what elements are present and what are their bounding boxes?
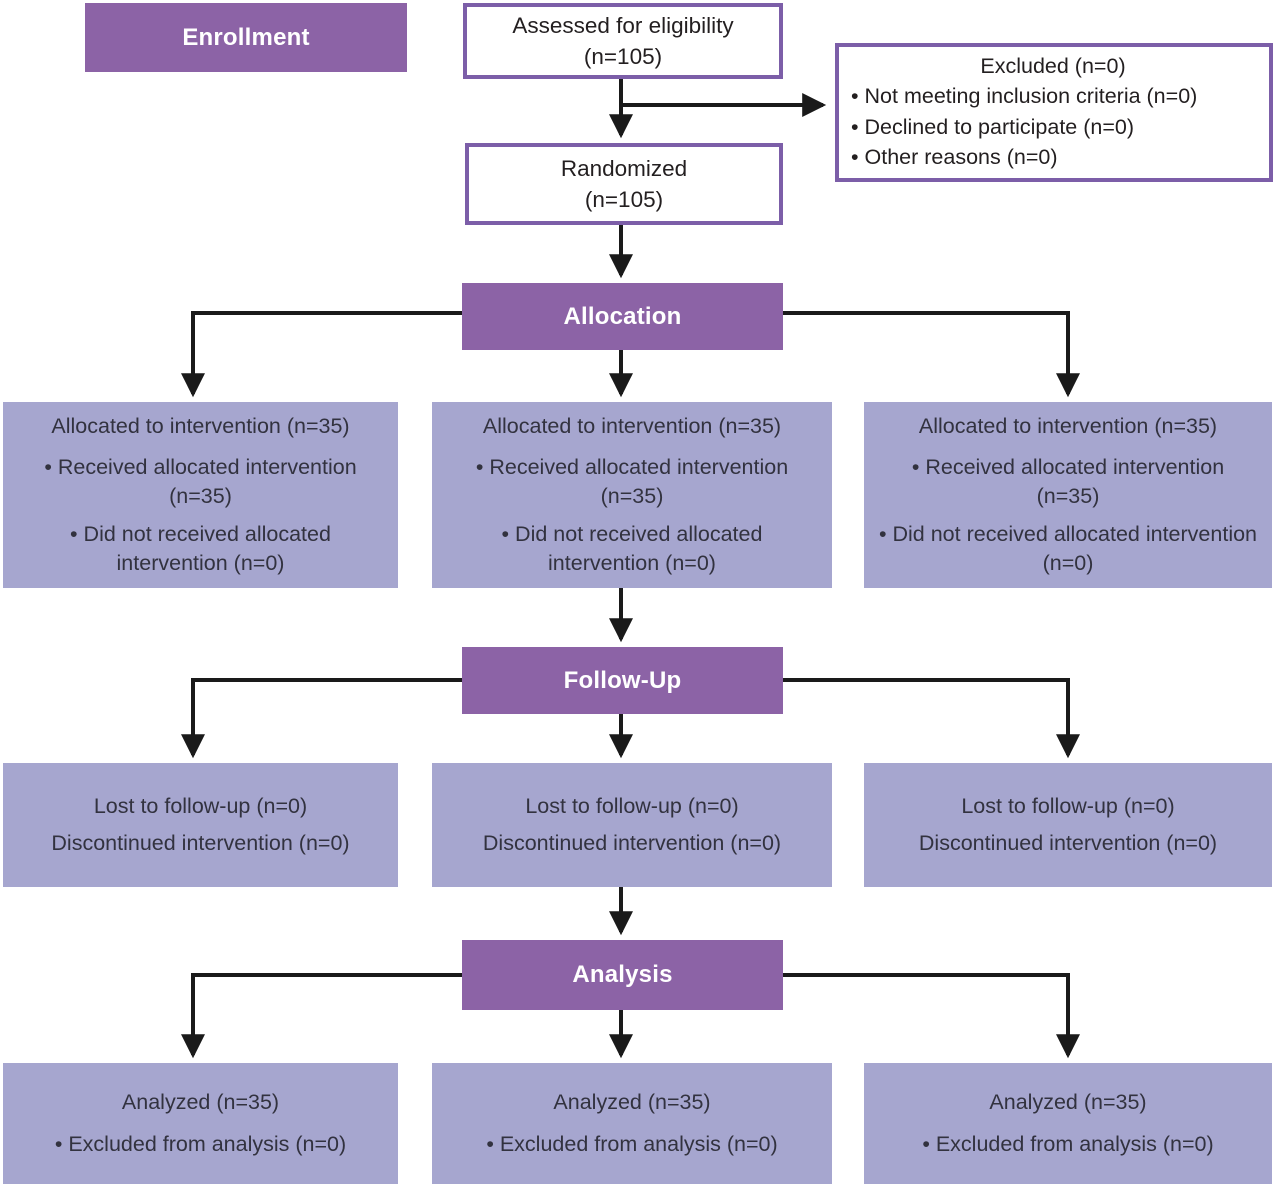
followup-line2: Discontinued intervention (n=0): [51, 831, 350, 855]
analysis-title: Analyzed (n=35): [121, 1090, 280, 1115]
allocation-box-right: Allocated to intervention (n=35) Receive…: [864, 402, 1272, 588]
analysis-bullet: Excluded from analysis (n=0): [922, 1130, 1214, 1159]
analysis-title: Analyzed (n=35): [553, 1090, 711, 1115]
allocation-bullet: Received allocated intervention (n=35): [878, 453, 1258, 511]
allocation-title: Allocated to intervention (n=35): [482, 414, 782, 439]
followup-line2: Discontinued intervention (n=0): [482, 831, 782, 855]
excluded-item: Declined to participate (n=0): [851, 112, 1255, 142]
analysis-box-right: Analyzed (n=35) Excluded from analysis (…: [864, 1063, 1272, 1184]
excluded-title: Excluded (n=0): [980, 54, 1126, 79]
analysis-bullet: Excluded from analysis (n=0): [55, 1130, 346, 1159]
analysis-bullet: Excluded from analysis (n=0): [486, 1130, 778, 1159]
allocation-box-left: Allocated to intervention (n=35) Receive…: [3, 402, 398, 588]
enrollment-label: Enrollment: [182, 23, 310, 51]
allocation-band: Allocation: [462, 283, 783, 350]
allocation-bullet: Did not received allocated intervention …: [17, 520, 384, 578]
excluded-item: Other reasons (n=0): [851, 142, 1255, 172]
allocation-label: Allocation: [563, 302, 682, 330]
allocation-bullet: Did not received allocated intervention …: [878, 520, 1258, 578]
analysis-title: Analyzed (n=35): [989, 1090, 1147, 1115]
allocation-box-middle: Allocated to intervention (n=35) Receive…: [432, 402, 832, 588]
analysis-label: Analysis: [572, 961, 673, 988]
analysis-box-middle: Analyzed (n=35) Excluded from analysis (…: [432, 1063, 832, 1184]
followup-box-left: Lost to follow-up (n=0) Discontinued int…: [3, 763, 398, 887]
assessed-box: Assessed for eligibility (n=105): [463, 3, 783, 79]
enrollment-band: Enrollment: [85, 3, 407, 72]
assessed-line2: (n=105): [583, 44, 663, 69]
followup-line1: Lost to follow-up (n=0): [525, 793, 739, 818]
followup-line2: Discontinued intervention (n=0): [918, 831, 1218, 855]
followup-line1: Lost to follow-up (n=0): [93, 793, 308, 818]
randomized-box: Randomized (n=105): [465, 143, 783, 225]
allocation-bullet: Did not received allocated intervention …: [446, 520, 818, 578]
followup-line1: Lost to follow-up (n=0): [961, 793, 1175, 818]
followup-band: Follow-Up: [462, 647, 783, 714]
followup-box-right: Lost to follow-up (n=0) Discontinued int…: [864, 763, 1272, 887]
allocation-title: Allocated to intervention (n=35): [51, 414, 350, 439]
allocation-title: Allocated to intervention (n=35): [918, 414, 1218, 439]
randomized-line1: Randomized: [560, 155, 688, 181]
allocation-bullet: Received allocated intervention (n=35): [446, 453, 818, 511]
analysis-band: Analysis: [462, 940, 783, 1010]
excluded-box: Excluded (n=0) Not meeting inclusion cri…: [835, 43, 1273, 182]
randomized-line2: (n=105): [584, 187, 664, 212]
excluded-item: Not meeting inclusion criteria (n=0): [851, 81, 1255, 111]
analysis-box-left: Analyzed (n=35) Excluded from analysis (…: [3, 1063, 398, 1184]
followup-label: Follow-Up: [563, 666, 682, 694]
followup-box-middle: Lost to follow-up (n=0) Discontinued int…: [432, 763, 832, 887]
assessed-line1: Assessed for eligibility: [512, 12, 734, 38]
allocation-bullet: Received allocated intervention (n=35): [17, 453, 384, 511]
